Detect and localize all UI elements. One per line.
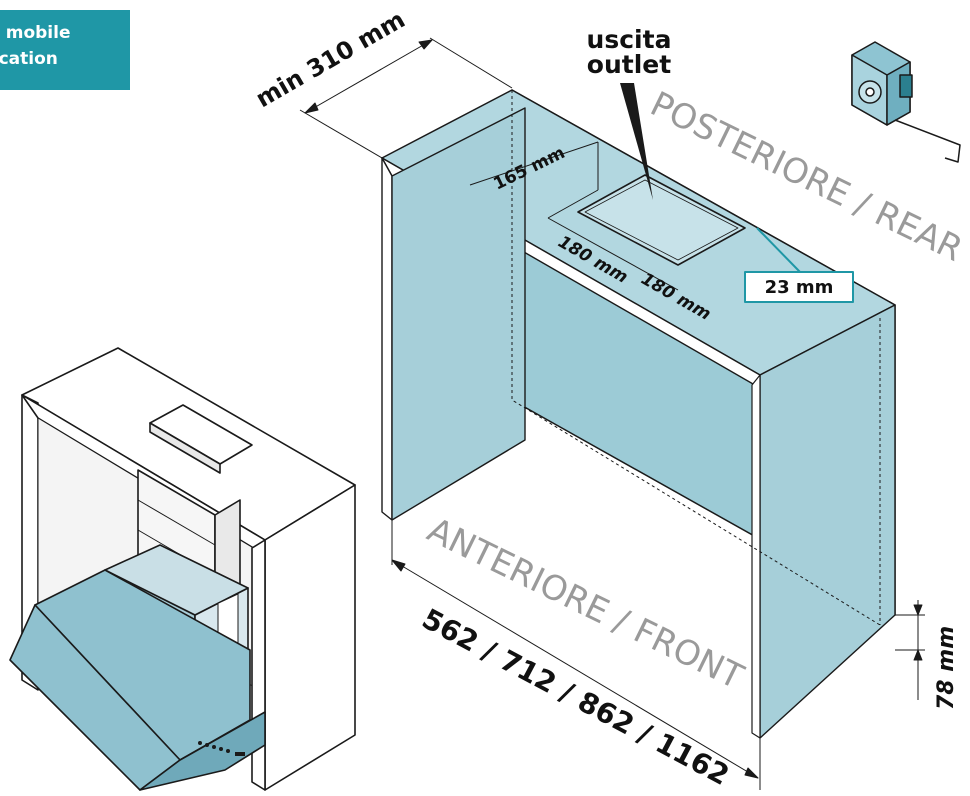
- outlet-pointer: [620, 83, 653, 200]
- section-badge: l mobile fication: [0, 10, 130, 90]
- tape-measure-icon: [851, 41, 961, 163]
- outlet-opening: [577, 174, 746, 266]
- badge-line-2: fication: [0, 49, 58, 69]
- outlet-width-dimension: [547, 217, 679, 291]
- front-side-label: ANTERIORE / FRONT: [421, 510, 749, 698]
- right-side-panel: [759, 304, 896, 739]
- left-side-panel: [391, 107, 526, 521]
- hood-control-buttons: [198, 741, 245, 756]
- cabinet-dimension-diagram: [299, 37, 925, 790]
- outlet-label-it: uscita: [587, 25, 672, 54]
- height-dimension: [895, 600, 925, 700]
- depth-dimension: [299, 37, 513, 159]
- badge-line-1: l mobile: [0, 23, 71, 43]
- hidden-edges: [511, 90, 881, 626]
- offset-callout-box: [744, 271, 854, 303]
- offset-label: 23 mm: [765, 277, 834, 298]
- outlet-depth-dimension: [469, 141, 599, 219]
- min-depth-label: min 310 mm: [251, 5, 410, 113]
- width-dimension: [391, 520, 761, 790]
- outlet-label-en: outlet: [587, 50, 671, 79]
- height-label: 78 mm: [934, 626, 959, 710]
- cabinet-with-hood-illustration: [9, 347, 356, 791]
